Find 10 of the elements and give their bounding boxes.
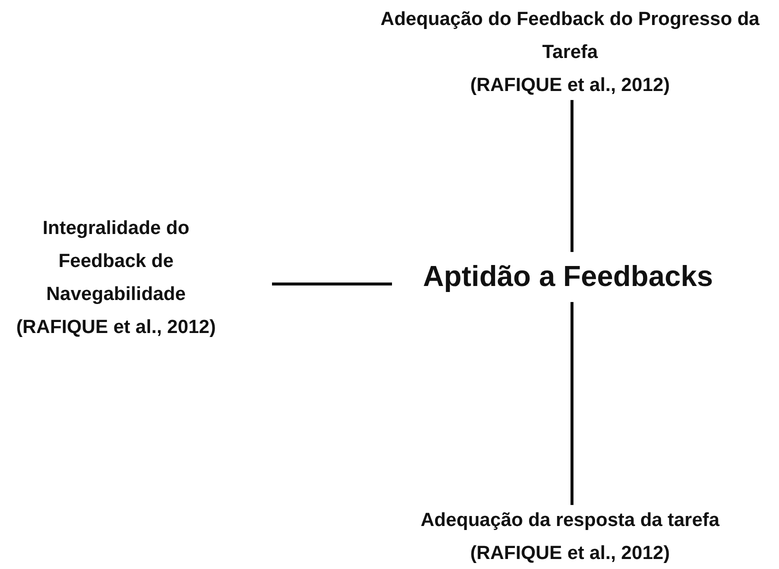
citation: (RAFIQUE et al., 2012) [15, 316, 217, 340]
central-concept: Aptidão a Feedbacks [422, 260, 714, 295]
criterion-title: Adequação da resposta da tarefa [420, 509, 720, 533]
citation: (RAFIQUE et al., 2012) [469, 542, 671, 566]
criterion-title: Adequação do Feedback do Progresso da Tarefa [379, 8, 761, 64]
connector-line [570, 302, 574, 505]
connector-line [570, 100, 574, 252]
citation: (RAFIQUE et al., 2012) [469, 74, 671, 98]
criterion-title: Integralidade do Feedback de Navegabilidade [42, 217, 190, 307]
connector-line [272, 282, 392, 286]
